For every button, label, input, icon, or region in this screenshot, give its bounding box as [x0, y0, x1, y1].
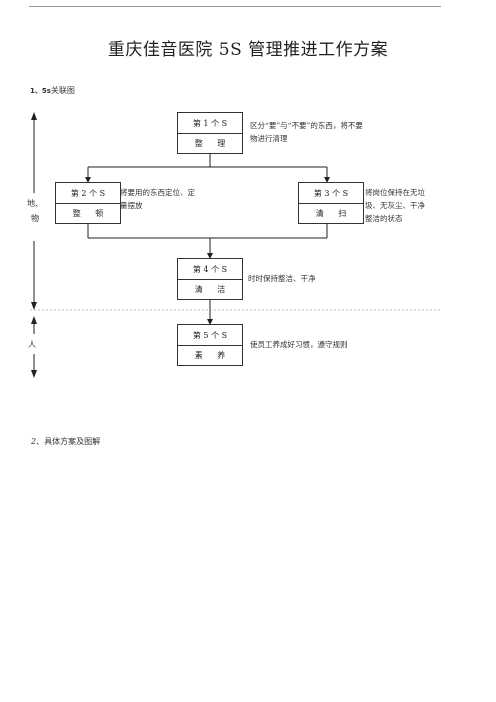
- s-box-2-description: 将要用的东西定位、定量摆放: [120, 188, 195, 210]
- s-box-5-description: 使员工养成好习惯，遵守规则: [250, 340, 348, 349]
- section-1-number: 1、: [30, 87, 42, 95]
- section-1-label: 关联图: [50, 86, 75, 95]
- page-title: 重庆佳音医院 5S 管理推进工作方案: [107, 40, 389, 60]
- s-box-5-head: 第 5 个 S: [178, 325, 242, 346]
- section-1-heading: 1、5s关联图: [30, 85, 75, 96]
- s-box-3: 第 3 个 S 清 扫: [298, 182, 364, 224]
- s-box-5: 第 5 个 S 素 养: [177, 324, 243, 366]
- s-box-4-name: 清 洁: [194, 285, 232, 294]
- s-box-1-head: 第 1 个 S: [178, 113, 242, 134]
- things-arrowhead-up: [31, 112, 37, 120]
- header-rule: [29, 6, 441, 7]
- s-box-1-description: 区分“要”与“不要”的东西，将不要物进行清理: [250, 121, 363, 143]
- s-box-3-name: 清 扫: [315, 209, 353, 218]
- section-2-number: 2: [31, 437, 37, 446]
- s-box-3-description: 将岗位保持在无垃圾、无灰尘、干净整洁的状态: [365, 188, 425, 223]
- things-arrowhead-down: [31, 302, 37, 310]
- side-label-things: 地、物: [27, 199, 43, 223]
- s-box-4: 第 4 个 S 清 洁: [177, 258, 243, 300]
- people-arrowhead-up: [31, 316, 37, 324]
- s-box-2-head: 第 2 个 S: [56, 183, 120, 204]
- section-1-code: 5s: [41, 87, 51, 95]
- side-label-people: 人: [28, 340, 36, 349]
- s-box-2: 第 2 个 S 整 顿: [55, 182, 121, 224]
- s-box-2-name: 整 顿: [72, 209, 110, 218]
- s-box-4-head: 第 4 个 S: [178, 259, 242, 280]
- s-box-1-name: 整 理: [194, 139, 232, 148]
- s-box-5-name: 素 养: [194, 351, 232, 360]
- s-box-4-description: 时时保持整洁、干净: [248, 274, 316, 283]
- section-2-heading: 2、具体方案及图解: [31, 436, 100, 447]
- people-arrowhead-down: [31, 370, 37, 378]
- s-box-3-head: 第 3 个 S: [299, 183, 363, 204]
- section-2-label: 、具体方案及图解: [36, 437, 101, 446]
- s-box-1: 第 1 个 S 整 理: [177, 112, 243, 154]
